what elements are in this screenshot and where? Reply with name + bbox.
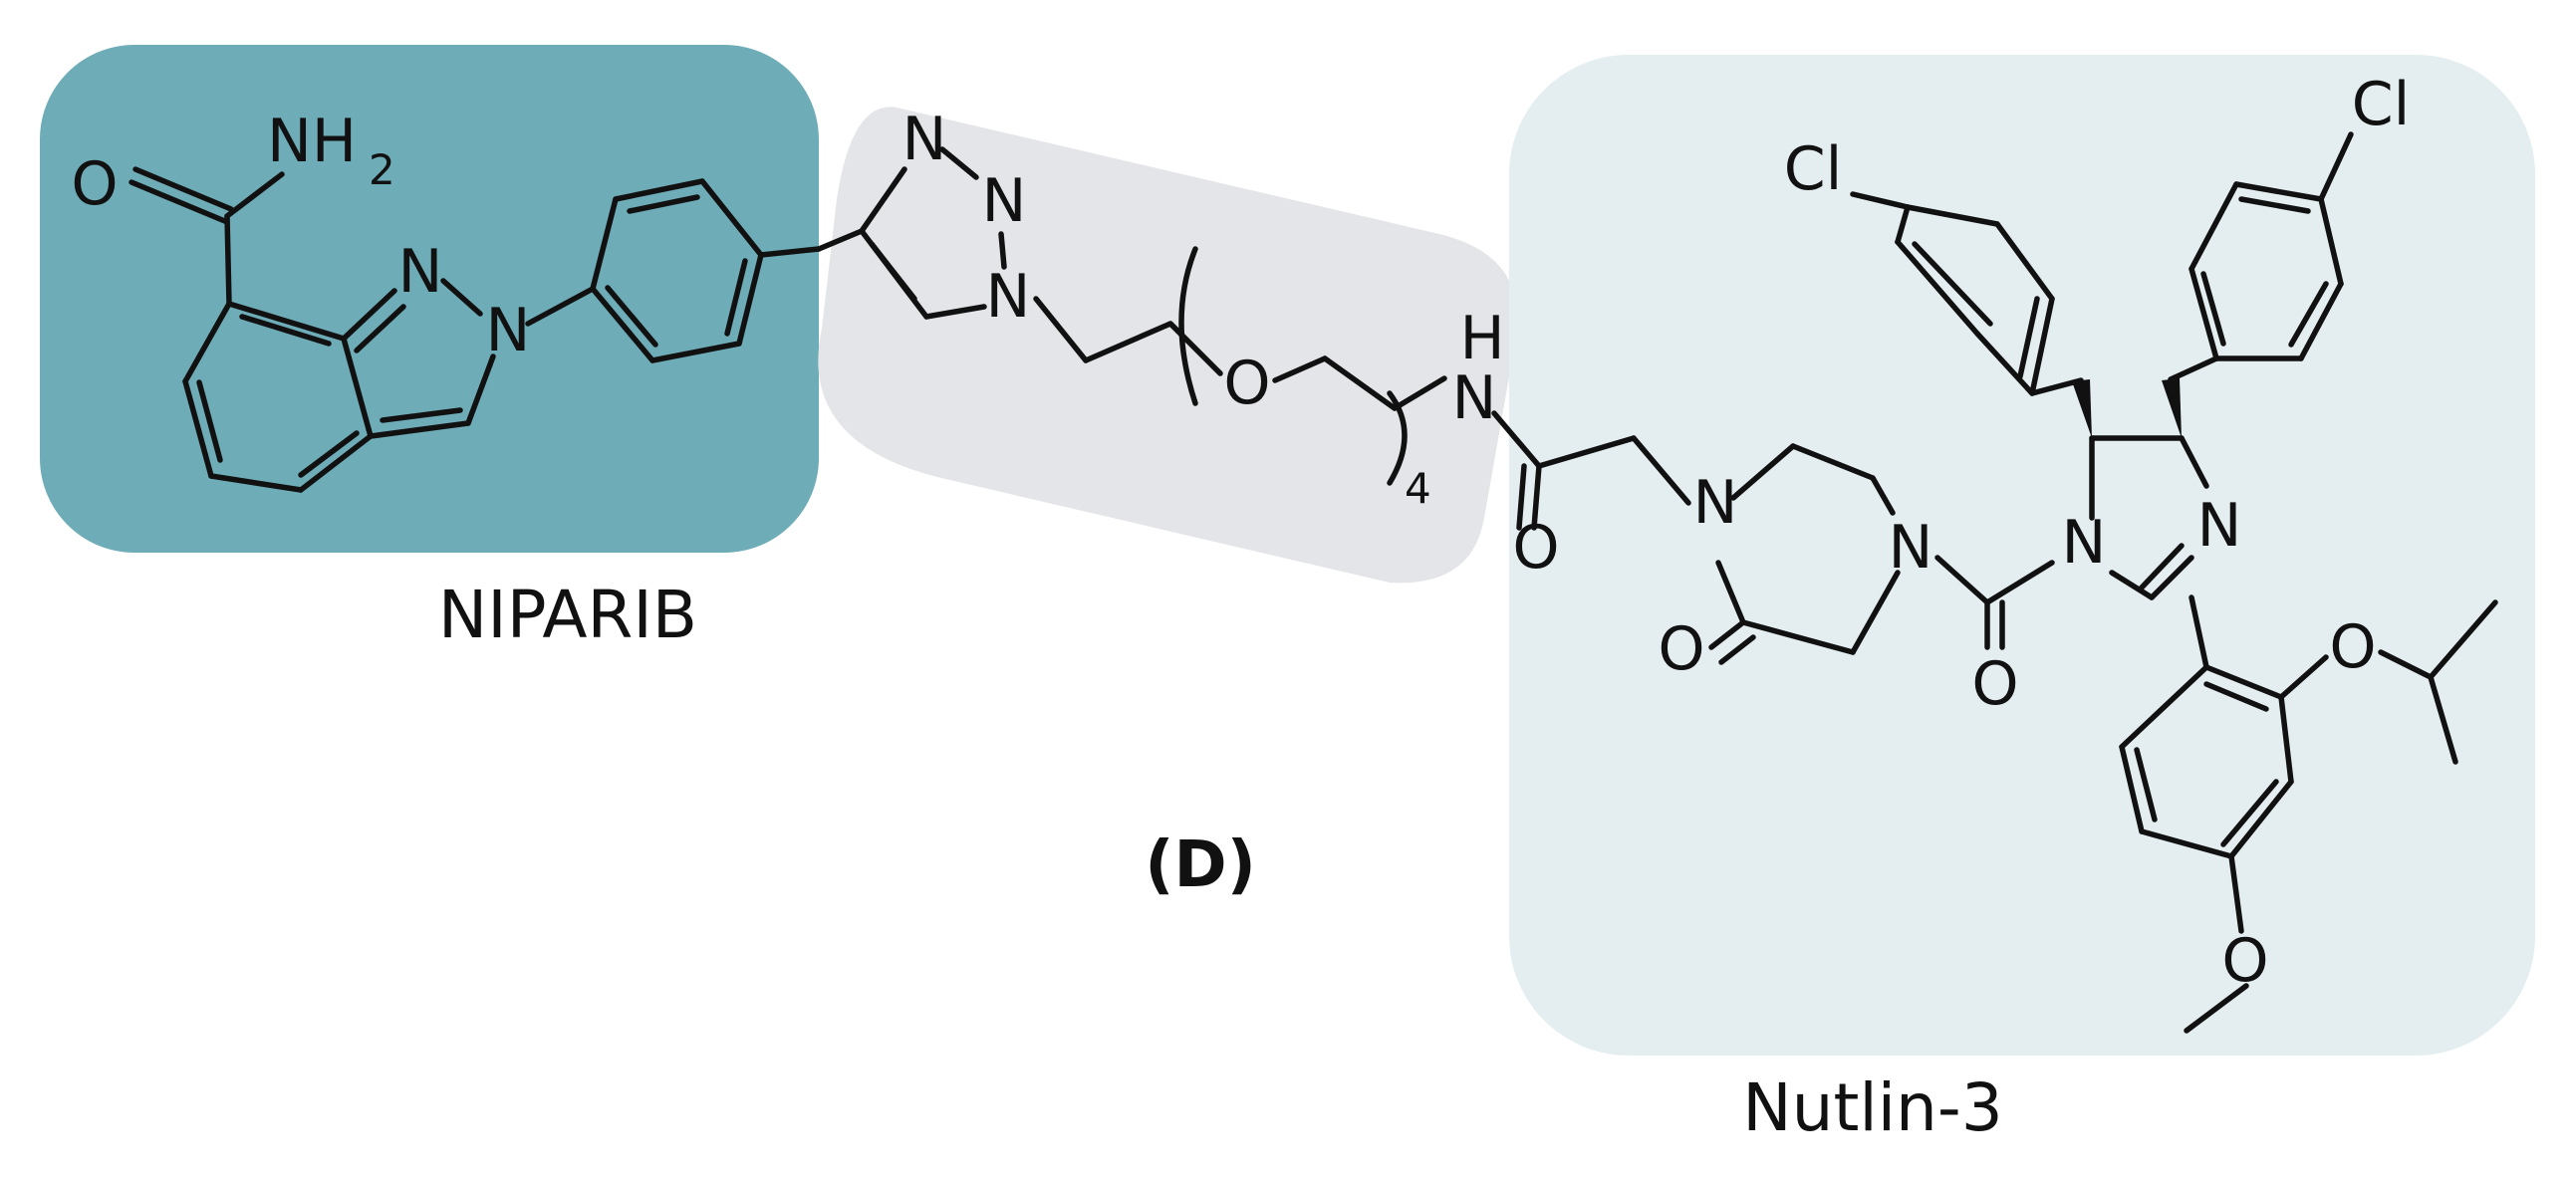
atom-n-indazole-2: N: [486, 296, 531, 365]
atom-n-triazole-3: N: [986, 262, 1031, 332]
atom-n-triazole-2: N: [982, 166, 1027, 236]
atom-n-imidazoline-2: N: [2197, 491, 2242, 561]
atom-o-urea: O: [1971, 649, 2018, 719]
atom-nh2-subscript: 2: [369, 145, 395, 194]
atom-n-piperazine-1: N: [1693, 468, 1738, 538]
atom-n-triazole-1: N: [902, 105, 947, 174]
atom-o-piperazinone: O: [1658, 614, 1704, 684]
atom-o-methoxy: O: [2221, 926, 2268, 996]
atom-o-amide: O: [71, 149, 118, 219]
atom-nh-n: N: [1452, 363, 1497, 433]
atom-o-isopropoxy: O: [2329, 612, 2376, 682]
atom-nh-h: H: [1459, 304, 1504, 373]
niparib-region: [40, 45, 819, 553]
nutlin3-label: Nutlin-3: [1742, 1069, 2002, 1146]
niparib-structure: [129, 166, 822, 493]
atom-n-imidazoline-1: N: [2062, 508, 2107, 578]
atom-cl-left: Cl: [1784, 134, 1843, 204]
nutlin3-region: [1509, 55, 2535, 1056]
niparib-label: NIPARIB: [438, 577, 697, 653]
peg-repeat-count: 4: [1405, 464, 1431, 513]
atom-o-peg: O: [1223, 349, 1270, 418]
linker-structure: [816, 146, 1447, 486]
panel-label: (D): [1145, 828, 1256, 902]
atom-n-indazole-1: N: [398, 237, 443, 307]
linker-region: [818, 107, 1518, 584]
atom-n-piperazine-2: N: [1889, 513, 1933, 583]
atom-cl-right: Cl: [2352, 70, 2411, 139]
atom-o-carbonyl-1: O: [1512, 513, 1559, 583]
nutlin3-structure: [1491, 131, 2498, 1034]
atom-nh2: NH: [267, 107, 357, 176]
